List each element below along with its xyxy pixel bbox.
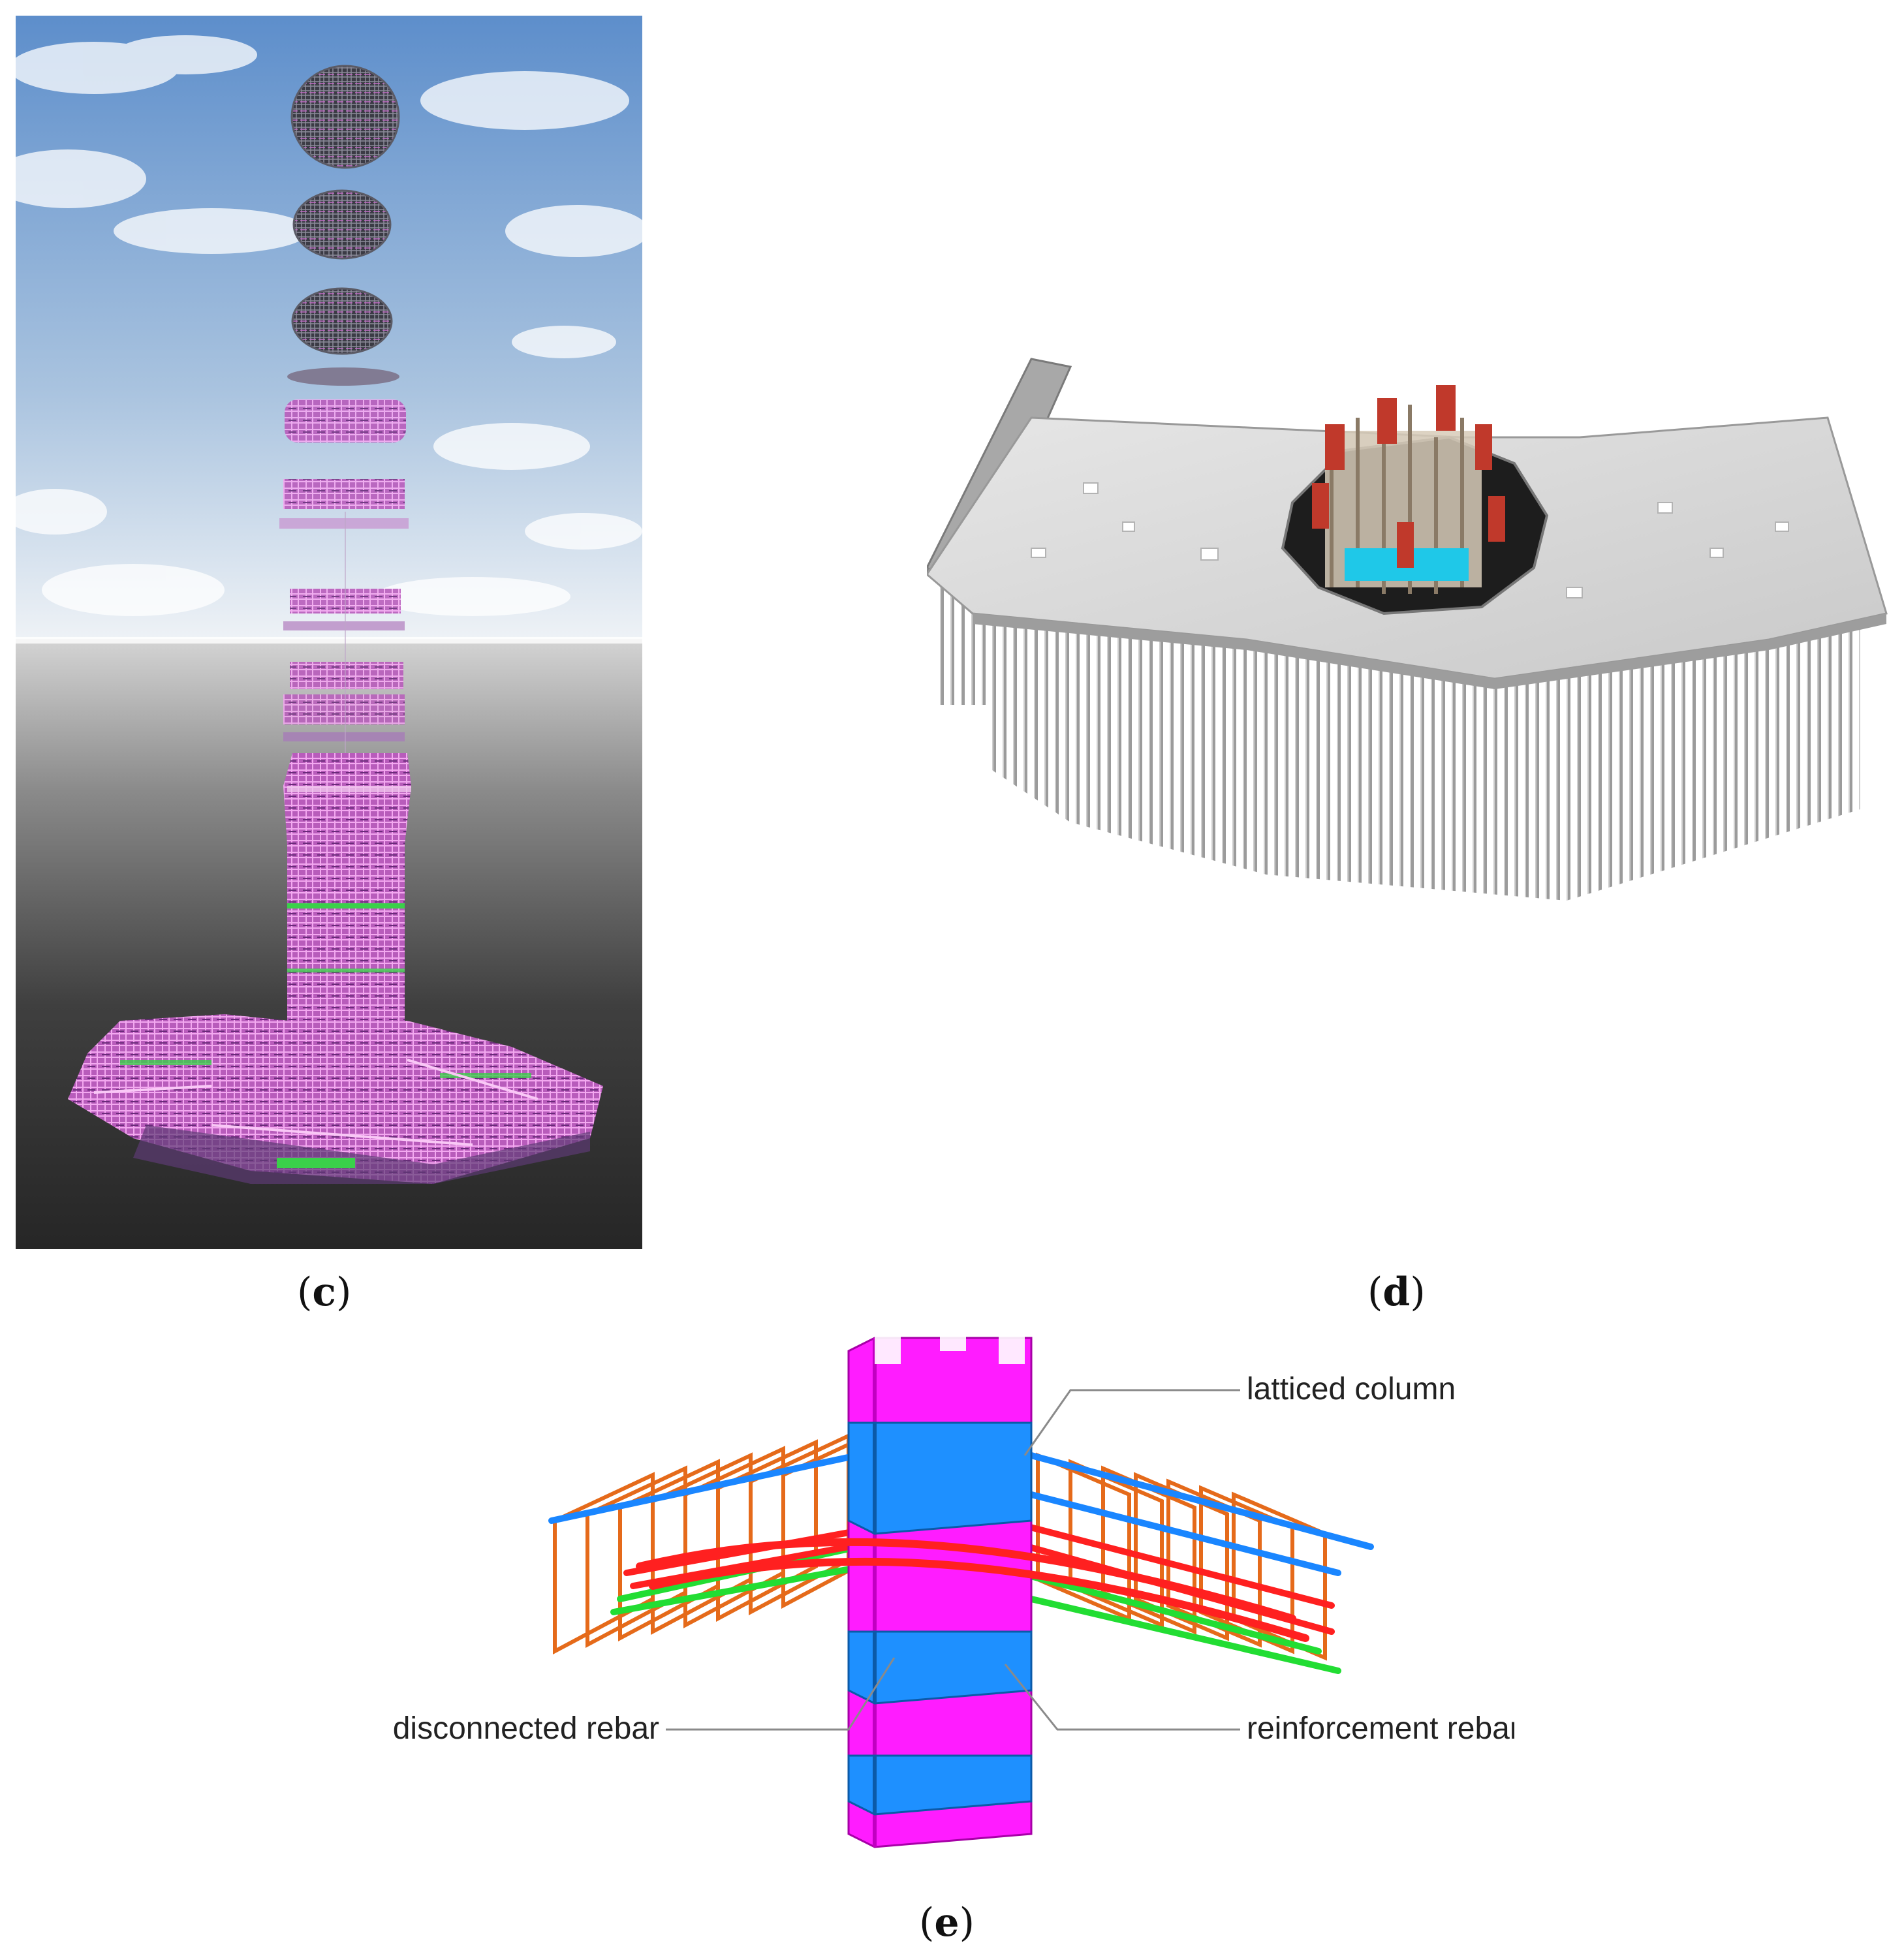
caption-e-letter: e xyxy=(934,1900,960,1946)
clouds xyxy=(16,35,642,616)
caption-d-paren-open: ( xyxy=(1367,1269,1383,1315)
foundation-piles xyxy=(979,627,1860,901)
caption-e-paren-open: ( xyxy=(919,1900,935,1946)
caption-c-paren-close: ) xyxy=(336,1269,352,1315)
caption-c: (c) xyxy=(297,1273,351,1312)
exploded-top-modules xyxy=(285,65,406,442)
core-walls xyxy=(1312,385,1505,594)
rebar-cage-right xyxy=(1002,1452,1374,1674)
caption-c-letter: c xyxy=(312,1269,336,1315)
caption-c-paren-open: ( xyxy=(297,1269,313,1315)
slab-openings xyxy=(1031,482,1789,598)
caption-d: (d) xyxy=(1367,1273,1426,1312)
callout-reinforcement-rebar: reinforcement rebar xyxy=(1247,1711,1514,1746)
caption-e-paren-close: ) xyxy=(959,1900,975,1946)
reinforcement-rebars xyxy=(636,1538,1309,1642)
exploded-floor-slabs xyxy=(279,479,409,756)
tower-body xyxy=(283,753,411,1034)
panel-d-foundation-model xyxy=(927,358,1888,901)
callout-disconnected-rebar: disconnected rebar xyxy=(393,1711,659,1746)
panel-c-tower-render xyxy=(16,16,642,1249)
panel-e-column-joint: latticed column disconnected rebar reinf… xyxy=(393,1325,1514,1848)
callout-latticed-column: latticed column xyxy=(1247,1372,1456,1406)
podium-base xyxy=(68,1014,603,1184)
latticed-column xyxy=(847,1325,1033,1848)
callout-leaders xyxy=(666,1389,1240,1731)
caption-d-letter: d xyxy=(1382,1269,1411,1315)
caption-d-paren-close: ) xyxy=(1410,1269,1426,1315)
caption-e: (e) xyxy=(919,1903,975,1942)
